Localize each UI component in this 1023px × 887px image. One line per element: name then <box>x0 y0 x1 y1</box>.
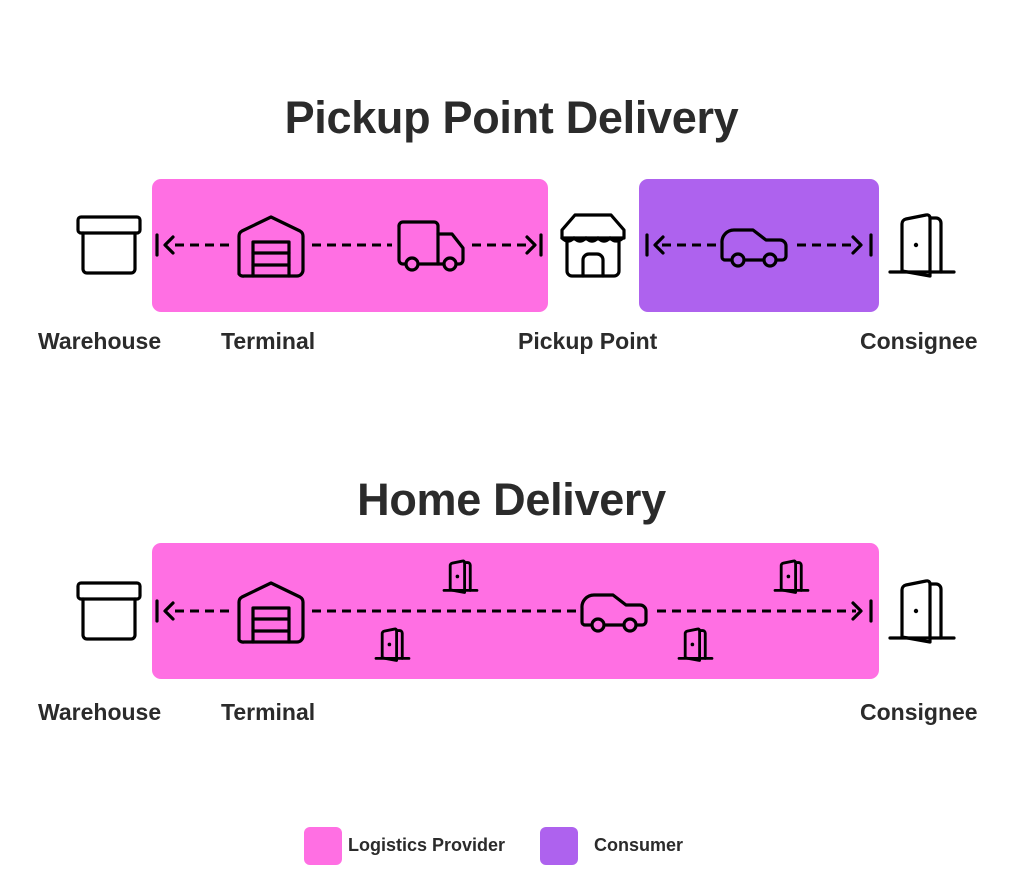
small-door-icon <box>677 627 714 662</box>
home-delivery-title: Home Delivery <box>357 474 666 525</box>
box-icon <box>76 581 142 641</box>
legend-label-consumer: Consumer <box>594 835 684 855</box>
legend-swatch-consumer <box>540 827 578 865</box>
route-arrow-to-pickup-point <box>472 233 543 257</box>
open-door-icon <box>888 213 956 278</box>
small-door-icon <box>374 627 411 662</box>
warehouse-garage-icon <box>237 581 305 644</box>
truck-icon <box>397 220 465 272</box>
pickup-point-delivery-title: Pickup Point Delivery <box>284 92 739 143</box>
route-arrow-to-consignee <box>797 233 873 257</box>
car-icon <box>580 593 648 633</box>
node-label-warehouse: Warehouse <box>38 328 162 354</box>
small-door-icon <box>773 559 810 594</box>
box-icon <box>76 215 142 275</box>
node-label-warehouse: Warehouse <box>38 699 162 725</box>
node-label-terminal: Terminal <box>221 699 316 725</box>
node-label-pickup-point: Pickup Point <box>518 328 658 354</box>
node-label-terminal: Terminal <box>221 328 316 354</box>
node-label-consignee: Consignee <box>860 699 978 725</box>
car-icon <box>720 228 788 268</box>
small-door-icon <box>442 559 479 594</box>
node-label-consignee: Consignee <box>860 328 978 354</box>
legend-label-logistics-provider: Logistics Provider <box>348 835 506 855</box>
route-arrow-to-pickup-from-car <box>645 233 716 257</box>
route-arrow-to-warehouse <box>155 599 229 623</box>
storefront-icon <box>560 213 626 278</box>
warehouse-garage-icon <box>237 215 305 278</box>
route-arrow-to-consignee <box>657 599 873 623</box>
open-door-icon <box>888 579 956 644</box>
legend-swatch-logistics-provider <box>304 827 342 865</box>
route-arrow-to-warehouse <box>155 233 229 257</box>
